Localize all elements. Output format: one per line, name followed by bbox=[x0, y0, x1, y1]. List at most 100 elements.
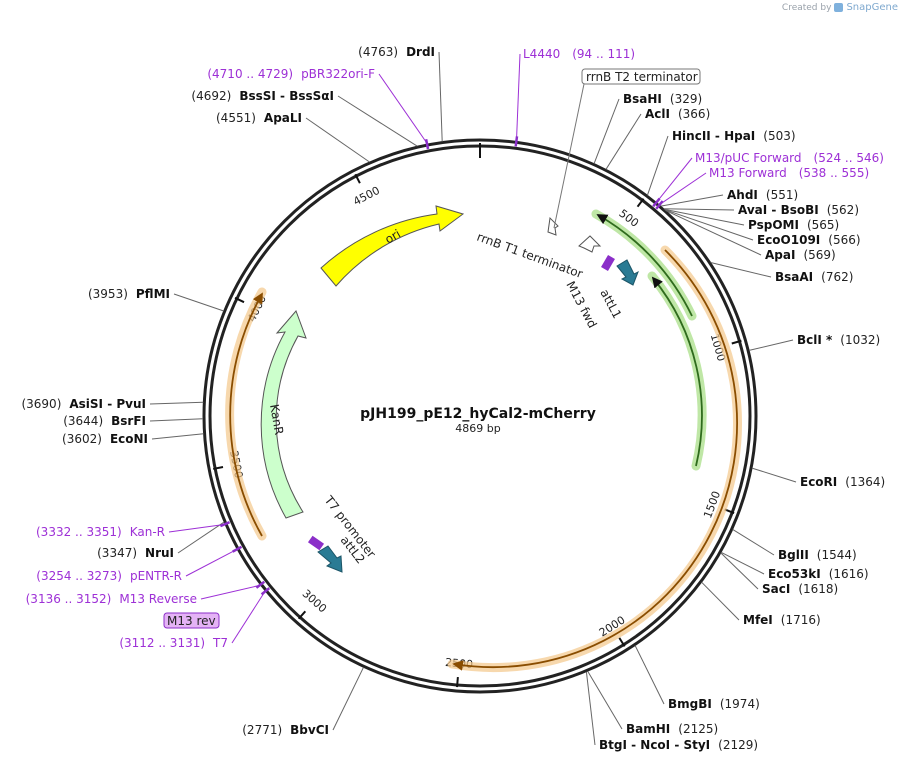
enzyme-site-left-pos: (4763) bbox=[358, 45, 398, 59]
tick-mark-1000 bbox=[731, 339, 742, 345]
enzyme-site-left: AsiSI - PvuI(3690) bbox=[21, 397, 146, 411]
enzyme-site-right-leader bbox=[720, 552, 759, 590]
enzyme-site-right: BglII(1544) bbox=[778, 548, 857, 562]
primer-site: pBR322ori-F (4710 .. 4729) bbox=[207, 67, 375, 81]
enzyme-site-left-leader bbox=[438, 51, 443, 142]
enzyme-site-right-name: BsaAI bbox=[775, 270, 813, 284]
primer-name: M13 Reverse bbox=[119, 592, 197, 606]
enzyme-site-right-leader bbox=[748, 339, 794, 351]
enzyme-site-right-leader bbox=[593, 98, 620, 164]
m13rev-box bbox=[163, 612, 220, 629]
enzyme-site-right-leader bbox=[587, 670, 623, 730]
enzyme-site-left-name: BssSI - BssSαI bbox=[239, 89, 334, 103]
primer-mark bbox=[514, 136, 519, 147]
primer-mark bbox=[652, 197, 661, 208]
primer-name: T7 bbox=[212, 636, 228, 650]
insert-arc-inner-line bbox=[651, 276, 703, 467]
enzyme-site-right-leader bbox=[634, 645, 665, 705]
m13fwd-label: M13 fwd bbox=[563, 279, 599, 331]
primer-mark bbox=[219, 521, 231, 528]
enzyme-site-right-name: AvaI - BsoBI bbox=[738, 203, 819, 217]
attl2-arrow bbox=[317, 545, 343, 573]
t7-mark bbox=[307, 535, 325, 551]
primer-site: M13 Forward(538 .. 555) bbox=[709, 166, 869, 180]
tick-mark-4500 bbox=[354, 173, 361, 184]
rrnb-t2-arrow bbox=[547, 216, 559, 236]
primer-leader bbox=[659, 172, 707, 205]
primer-leader bbox=[168, 524, 225, 533]
enzyme-site-right: PspOMI(565) bbox=[748, 218, 839, 232]
tick-label: 3000 bbox=[300, 587, 330, 615]
primer-site: M13 Reverse (3136 .. 3152) bbox=[26, 592, 197, 606]
enzyme-site-right: BamHI(2125) bbox=[626, 722, 718, 736]
leader-lines bbox=[149, 51, 797, 746]
enzyme-site-right: MfeI(1716) bbox=[743, 613, 821, 627]
primer-range: (94 .. 111) bbox=[572, 47, 635, 61]
primer-range: (3254 .. 3273) bbox=[36, 569, 122, 583]
enzyme-site-right-pos: (1032) bbox=[840, 333, 880, 347]
enzyme-site-left: PflMI(3953) bbox=[88, 287, 170, 301]
enzyme-site-right: Eco53kI(1616) bbox=[768, 567, 869, 581]
tick-mark-500 bbox=[636, 198, 645, 208]
enzyme-site-right-name: HincII - HpaI bbox=[672, 129, 755, 143]
enzyme-site-right: BclI *(1032) bbox=[797, 333, 880, 347]
primer-range: (3332 .. 3351) bbox=[36, 525, 122, 539]
primer-site: M13/pUC Forward(524 .. 546) bbox=[695, 151, 884, 165]
enzyme-site-right: AvaI - BsoBI (562) bbox=[738, 203, 859, 217]
enzyme-site-right-pos: (565) bbox=[807, 218, 839, 232]
m13rev-label: M13 rev bbox=[167, 614, 216, 628]
enzyme-site-left-pos: (2771) bbox=[242, 723, 282, 737]
enzyme-site-left-name: AsiSI - PvuI bbox=[69, 397, 146, 411]
kanr-label: KanR bbox=[267, 403, 286, 436]
enzyme-site-left-leader bbox=[151, 433, 204, 440]
enzyme-site-right-leader bbox=[646, 135, 669, 196]
primer-name: pBR322ori-F bbox=[301, 67, 375, 81]
enzyme-site-right: EcoRI(1364) bbox=[800, 475, 885, 489]
enzyme-site-right-pos: (503) bbox=[763, 129, 795, 143]
rrnb-t1-arrow bbox=[578, 235, 602, 253]
enzyme-site-right-leader bbox=[605, 113, 642, 170]
enzyme-site-left-pos: (4692) bbox=[191, 89, 231, 103]
enzyme-site-left: ApaLI(4551) bbox=[216, 111, 302, 125]
enzyme-site-right-name: MfeI bbox=[743, 613, 773, 627]
enzyme-site-right-name: AclI bbox=[645, 107, 670, 121]
enzyme-site-right-leader bbox=[701, 581, 740, 621]
enzyme-site-left-pos: (3602) bbox=[62, 432, 102, 446]
enzyme-site-left: DrdI(4763) bbox=[358, 45, 435, 59]
enzyme-site-left-pos: (3953) bbox=[88, 287, 128, 301]
enzyme-site-right: SacI(1618) bbox=[762, 582, 838, 596]
enzyme-site-right-name: BsaHI bbox=[623, 92, 662, 106]
enzyme-site-right-name: AhdI bbox=[727, 188, 758, 202]
enzyme-site-right-leader bbox=[720, 551, 765, 575]
enzyme-site-left-pos: (3644) bbox=[63, 414, 103, 428]
enzyme-site-right-pos: (569) bbox=[803, 248, 835, 262]
enzyme-site-right-name: BtgI - NcoI - StyI bbox=[599, 738, 710, 752]
enzyme-site-left-leader bbox=[332, 667, 364, 731]
enzyme-site-right-pos: (566) bbox=[828, 233, 860, 247]
primer-range: (3112 .. 3131) bbox=[119, 636, 205, 650]
enzyme-site-left: NruI(3347) bbox=[97, 546, 174, 560]
insert-arc-outer-line bbox=[596, 214, 693, 317]
enzyme-site-left-name: NruI bbox=[145, 546, 174, 560]
enzyme-site-right-leader bbox=[710, 262, 772, 278]
primer-range: (3136 .. 3152) bbox=[26, 592, 112, 606]
primer-range: (4710 .. 4729) bbox=[207, 67, 293, 81]
primer-leader bbox=[231, 591, 266, 644]
enzyme-site-left-leader bbox=[177, 521, 225, 554]
plasmid-length: 4869 bp bbox=[455, 422, 500, 435]
tick-mark-3500 bbox=[213, 465, 224, 470]
enzyme-site-left-pos: (4551) bbox=[216, 111, 256, 125]
enzyme-site-right-pos: (1364) bbox=[845, 475, 885, 489]
enzyme-site-left: BssSI - BssSαI (4692) bbox=[191, 89, 334, 103]
primer-name: L4440 bbox=[523, 47, 560, 61]
enzyme-site-right: ApaI(569) bbox=[765, 248, 836, 262]
enzyme-site-right-leader bbox=[585, 671, 596, 746]
enzyme-site-left: EcoNI (3602) bbox=[62, 432, 148, 446]
primer-name: pENTR-R bbox=[130, 569, 182, 583]
enzyme-site-left-name: EcoNI bbox=[110, 432, 148, 446]
enzyme-site-right-name: BamHI bbox=[626, 722, 670, 736]
rrnb-t2-box bbox=[581, 68, 701, 85]
tick-mark-2500 bbox=[456, 676, 459, 688]
enzyme-site-right-pos: (562) bbox=[827, 203, 859, 217]
enzyme-site-left-leader bbox=[149, 401, 204, 405]
